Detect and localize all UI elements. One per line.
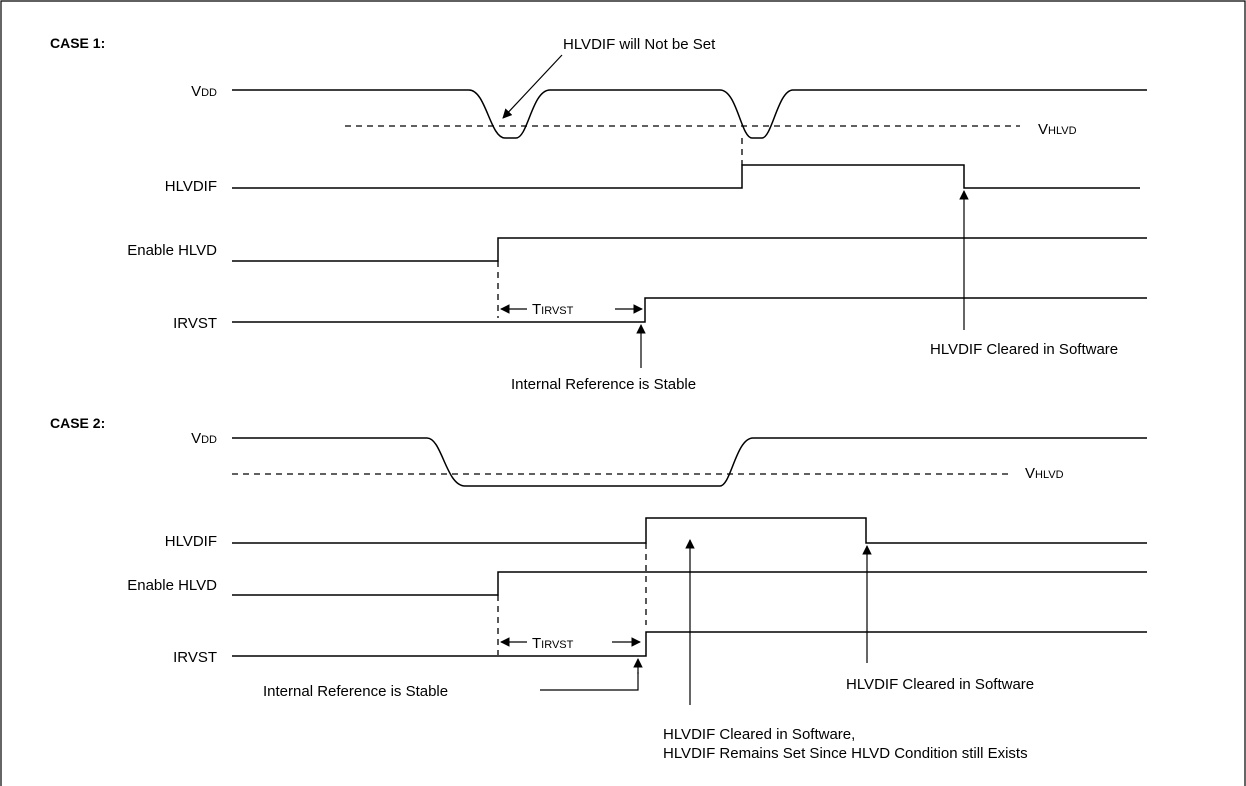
case2-irvst-waveform [232, 631, 1147, 657]
case2-note-remains-line2: HLVDIF Remains Set Since HLVD Condition … [663, 745, 1028, 762]
case2-title: CASE 2: [50, 415, 105, 431]
case1-note-not-set: HLVDIF will Not be Set [563, 36, 716, 53]
case1-irvst-waveform [232, 297, 1147, 323]
case1-title: CASE 1: [50, 35, 105, 51]
case1-note-stable: Internal Reference is Stable [511, 376, 696, 393]
case2-hlvdif-waveform [232, 517, 1147, 544]
case2-note-cleared: HLVDIF Cleared in Software [846, 676, 1034, 693]
case2-vhlvd-label: VHLVD [1025, 465, 1064, 482]
case2-hlvdif-label: HLVDIF [165, 533, 217, 550]
case2-note-remains-line1: HLVDIF Cleared in Software, [663, 726, 855, 743]
case2-irvst-label: IRVST [173, 649, 217, 666]
case1-vhlvd-label: VHLVD [1038, 121, 1077, 138]
case1-vdd-waveform [232, 89, 1147, 139]
case1-tirvst-label: TIRVST [532, 301, 574, 318]
case1-irvst-label: IRVST [173, 315, 217, 332]
case1-vdd-label: VDD [191, 83, 217, 100]
case1-enable-label: Enable HLVD [127, 242, 217, 259]
case2-vdd-waveform [232, 437, 1147, 487]
case1-note-cleared: HLVDIF Cleared in Software [930, 341, 1118, 358]
case2-vdd-label: VDD [191, 430, 217, 447]
case1-hlvdif-label: HLVDIF [165, 178, 217, 195]
case2-enable-label: Enable HLVD [127, 577, 217, 594]
case2-tirvst-label: TIRVST [532, 635, 574, 652]
case1-hlvdif-waveform [232, 164, 1140, 189]
case1-enable-waveform [232, 237, 1147, 262]
case2-enable-waveform [232, 571, 1147, 596]
case2-stable-leader [540, 672, 639, 691]
case1-not-set-arrow [502, 54, 563, 119]
case2-note-stable: Internal Reference is Stable [263, 683, 448, 700]
